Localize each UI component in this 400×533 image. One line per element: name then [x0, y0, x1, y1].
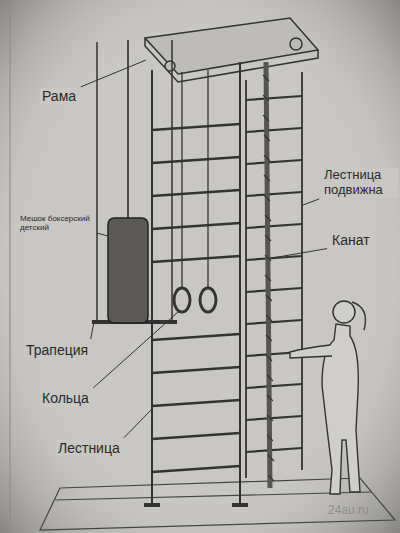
leader-line — [93, 312, 178, 388]
part-label: Лестница — [56, 440, 122, 456]
leader-line — [303, 199, 319, 205]
leader-line — [124, 410, 151, 438]
watermark: 24au.ru — [326, 504, 371, 518]
wall-ladder — [144, 62, 248, 505]
wall-edge — [10, 0, 11, 533]
part-label: Канат — [330, 232, 372, 248]
movable-ladder — [246, 72, 302, 478]
frame — [145, 18, 318, 82]
gymnastic-rings — [174, 70, 216, 312]
part-label: Лестница подвижна — [322, 168, 398, 198]
part-label: Мешок боксерский детский — [18, 214, 94, 232]
leader-line — [81, 60, 146, 87]
floor-mat — [40, 478, 395, 530]
boxing-bag — [108, 40, 148, 323]
leader-line — [91, 322, 94, 339]
leader-line — [272, 249, 327, 258]
part-label: Кольца — [40, 390, 91, 406]
climbing-rope — [263, 62, 274, 488]
leader-line — [97, 233, 108, 236]
part-label: Рама — [40, 88, 78, 104]
girl-figure — [290, 301, 366, 494]
trapeze — [92, 40, 177, 322]
part-label: Трапеция — [24, 342, 90, 358]
